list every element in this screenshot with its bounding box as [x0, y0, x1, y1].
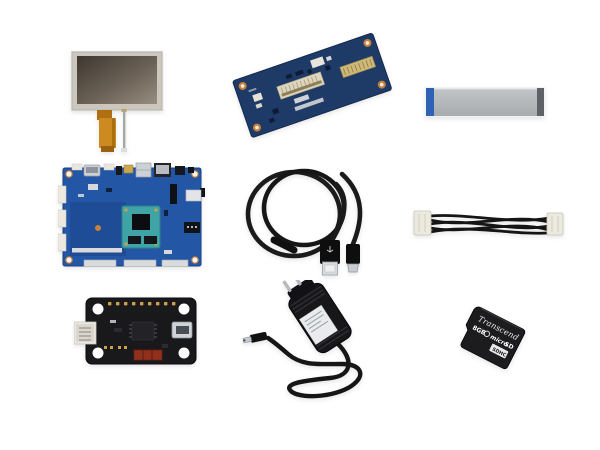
memory-chip — [128, 236, 141, 244]
usb-a-connector — [320, 240, 340, 276]
cable-knot — [270, 236, 298, 254]
usb-stack-port — [135, 162, 152, 178]
dc-cable — [265, 335, 363, 399]
harness-connector-right — [546, 212, 564, 236]
lcd-flex-cable — [97, 110, 116, 152]
cable-coil — [245, 168, 363, 259]
standoff-pad — [95, 225, 101, 231]
microsd-card: Transcend 8GB micro SD SDHC — [449, 298, 535, 380]
mounting-holes — [92, 303, 190, 359]
mini-usb-port — [171, 321, 193, 339]
cpu-chip — [132, 214, 150, 230]
smd-components — [104, 320, 168, 349]
ribbon-blue-stiffener — [426, 88, 434, 116]
harness-connector-left — [413, 210, 432, 236]
lcd-screen — [77, 56, 157, 104]
side-switch — [200, 188, 205, 197]
right-components — [170, 184, 202, 233]
development-board — [58, 160, 206, 272]
jumper-block — [133, 349, 163, 361]
plug-pin — [292, 280, 302, 286]
smd-components — [78, 184, 172, 254]
cpu-module — [121, 205, 161, 249]
lcd-touch-display — [64, 46, 168, 158]
gold-pad-row — [108, 302, 176, 306]
lcd-adapter-board — [226, 32, 394, 138]
ribbon-highlight — [434, 88, 537, 90]
touch-flex-tail — [121, 109, 127, 152]
mini-usb-port — [123, 164, 134, 174]
ffc-ribbon-cable — [422, 84, 548, 124]
harness-wires — [429, 214, 550, 235]
top-edge-ports — [71, 162, 194, 178]
usb-a-to-mini-usb-cable — [238, 156, 390, 278]
ffc-connector-left — [276, 71, 325, 100]
plug-pin — [282, 280, 292, 293]
black-component — [175, 166, 185, 175]
mcu-chip — [129, 321, 157, 341]
pin-header — [170, 184, 177, 204]
header-connector — [71, 163, 83, 171]
black-component — [188, 167, 194, 173]
adapter-label — [299, 304, 338, 345]
mini-pcie-slot — [72, 248, 122, 253]
usb-debug-board — [74, 292, 206, 374]
sd-logo-text: SD — [503, 341, 514, 351]
mounting-holes — [238, 39, 386, 132]
ac-power-adapter — [242, 280, 384, 404]
wire-harness-cable — [410, 202, 568, 244]
speed-class-icon — [483, 330, 490, 337]
side-connector — [74, 321, 97, 345]
mini-usb-connector — [346, 244, 360, 273]
card-edge-highlight — [480, 308, 523, 330]
silkscreen-marks — [248, 87, 325, 112]
eu-plug — [282, 280, 316, 301]
ffc-connector-right — [339, 55, 377, 79]
ethernet-port — [154, 163, 171, 177]
mounting-holes — [65, 170, 199, 264]
hdmi-port — [83, 164, 101, 177]
black-component — [116, 166, 122, 175]
dc-barrel-plug — [242, 332, 268, 344]
ribbon-body — [426, 88, 544, 116]
header-connector — [103, 163, 115, 171]
lcd-panel — [71, 51, 163, 111]
ribbon-dark-end — [537, 88, 544, 116]
smd-components — [252, 55, 332, 124]
sdhc-logo-plate — [489, 343, 509, 359]
memory-chip — [144, 236, 157, 244]
bottom-edge-connectors — [83, 259, 189, 267]
sd-slot — [185, 189, 202, 202]
left-ffc-connectors — [58, 185, 67, 252]
